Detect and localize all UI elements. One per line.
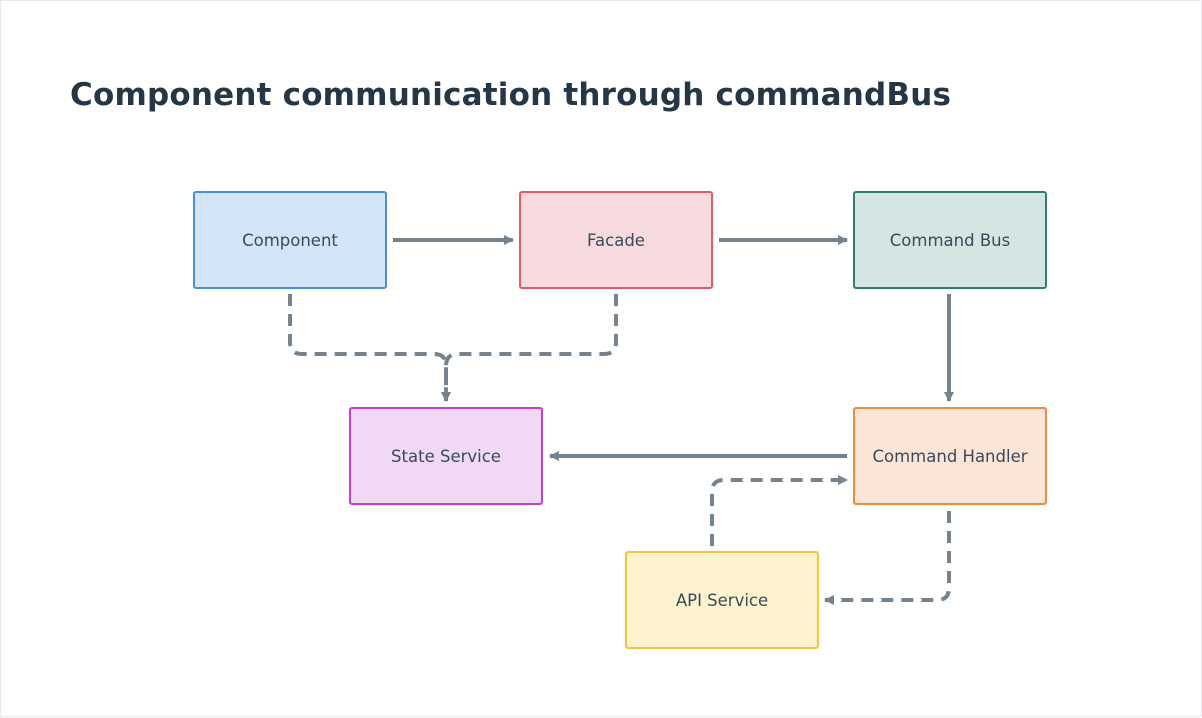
node-facade-label: Facade — [587, 230, 645, 250]
edge-component-to-state-service — [288, 294, 451, 402]
edge-command-handler-to-api-service — [824, 511, 951, 605]
node-state-service: State Service — [349, 407, 543, 505]
node-command-handler: Command Handler — [853, 407, 1047, 505]
node-command-bus-label: Command Bus — [889, 230, 1011, 250]
node-facade: Facade — [519, 191, 713, 289]
node-component: Component — [193, 191, 387, 289]
edge-api-service-to-command-handler — [710, 475, 848, 546]
node-command-bus: Command Bus — [853, 191, 1047, 289]
node-state-service-label: State Service — [391, 446, 501, 466]
node-command-handler-label: Command Handler — [872, 446, 1028, 466]
edge-facade-to-state-service — [441, 294, 618, 402]
node-api-service-label: API Service — [675, 590, 769, 610]
node-api-service: API Service — [625, 551, 819, 649]
node-component-label: Component — [242, 230, 338, 250]
diagram-title: Component communication through commandB… — [70, 77, 952, 113]
